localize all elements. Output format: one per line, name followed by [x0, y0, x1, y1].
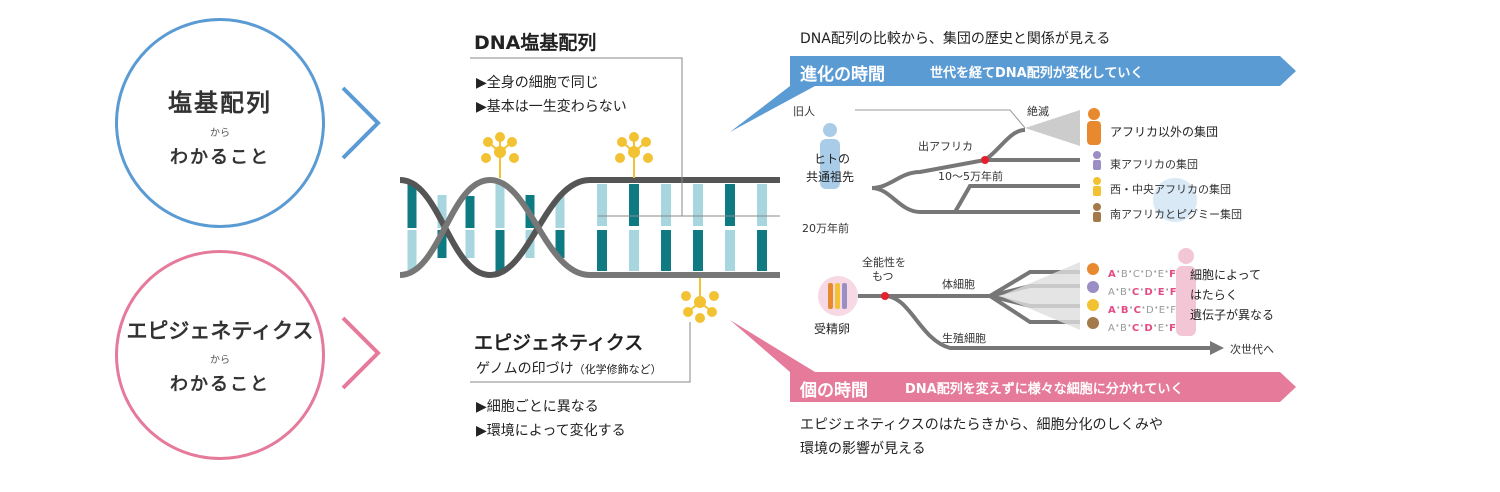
- somatic-label: 体細胞: [942, 278, 975, 291]
- person-icon: [1093, 177, 1101, 196]
- cell-note: はたらく: [1190, 288, 1238, 302]
- circle-main-label: エピジェネティクス: [126, 319, 314, 343]
- out-of-africa-label: 出アフリカ: [918, 140, 973, 153]
- out-of-africa-time: 10～5万年前: [938, 170, 1003, 183]
- extinct-end: 絶滅: [1027, 105, 1049, 118]
- epi-bullet: ▶環境によって変化する: [476, 423, 626, 439]
- epi-bullet: ▶細胞ごとに異なる: [476, 399, 599, 415]
- evolution-banner: [790, 56, 1296, 86]
- dna-bullet: ▶基本は一生変わらない: [476, 99, 627, 115]
- dna-bullet: ▶全身の細胞で同じ: [476, 75, 599, 91]
- circle-small-label: から: [210, 355, 230, 366]
- group-label: 東アフリカの集団: [1110, 158, 1198, 171]
- individual-caption: 環境の影響が見える: [800, 441, 926, 457]
- person-icon: [820, 123, 840, 189]
- cell-note: 細胞によって: [1190, 268, 1262, 282]
- group-label: 西・中央アフリカの集団: [1110, 183, 1231, 196]
- gene-letters-row: A·B·C·D·E·F: [1108, 280, 1177, 299]
- circle-main-label: 塩基配列: [168, 89, 272, 117]
- epi-subtitle-note: （化学修飾など）: [573, 363, 662, 376]
- individual-caption: エピジェネティクスのはたらきから、細胞分化のしくみや: [800, 417, 1164, 433]
- extinct-label: 旧人: [793, 105, 815, 118]
- zygote-label: 受精卵: [814, 322, 851, 336]
- circle-sub-label: わかること: [170, 147, 270, 168]
- epi-subtitle-main: ゲノムの印づけ: [476, 361, 574, 377]
- chevron-right-icon: [341, 86, 381, 160]
- chevron-right-icon: [341, 316, 381, 390]
- evolution-caption: DNA配列の比較から、集団の歴史と関係が見える: [800, 31, 1111, 47]
- individual-banner-title: 個の時間: [800, 381, 868, 401]
- group-label: アフリカ以外の集団: [1110, 125, 1219, 139]
- ancestor-label: ヒトの: [814, 152, 851, 166]
- gene-letters-row: A·B·C·D·E·F: [1108, 316, 1177, 335]
- gene-letters-row: A·B·C·D·E·F: [1108, 298, 1176, 317]
- dna-helix-icon: [399, 132, 780, 323]
- gene-letters-row: A·B·C·D·E·F: [1108, 262, 1176, 281]
- individual-banner-subtitle: DNA配列を変えずに様々な細胞に分かれていく: [905, 382, 1184, 397]
- person-icon: [1093, 203, 1101, 222]
- topic-circle-sequence: 塩基配列 から わかること: [115, 18, 325, 228]
- person-icon: [1087, 108, 1101, 145]
- person-icon: [1176, 248, 1196, 336]
- evolution-banner-subtitle: 世代を経てDNA配列が変化していく: [930, 66, 1144, 81]
- evolution-banner-title: 進化の時間: [800, 65, 885, 85]
- zygote-icon: [818, 276, 858, 316]
- circle-sub-label: わかること: [170, 374, 270, 395]
- individual-banner: [790, 372, 1296, 402]
- epi-subtitle: ゲノムの印づけ（化学修飾など）: [476, 358, 662, 378]
- totipotent-label: 全能性を: [862, 256, 906, 269]
- next-generation-label: 次世代へ: [1230, 343, 1274, 356]
- group-label: 南アフリカとピグミー集団: [1110, 208, 1242, 221]
- germ-label: 生殖細胞: [942, 332, 986, 345]
- person-icon: [1093, 151, 1101, 170]
- epi-heading: エピジェネティクス: [474, 332, 644, 354]
- topic-circle-epigenetics: エピジェネティクス から わかること: [115, 250, 325, 460]
- ancestor-label: 共通祖先: [806, 170, 855, 184]
- circle-small-label: から: [210, 128, 230, 139]
- ancestor-time: 20万年前: [802, 222, 849, 235]
- totipotent-label: もつ: [872, 270, 894, 283]
- cell-note: 遺伝子が異なる: [1190, 308, 1275, 322]
- dna-heading: DNA塩基配列: [474, 32, 597, 54]
